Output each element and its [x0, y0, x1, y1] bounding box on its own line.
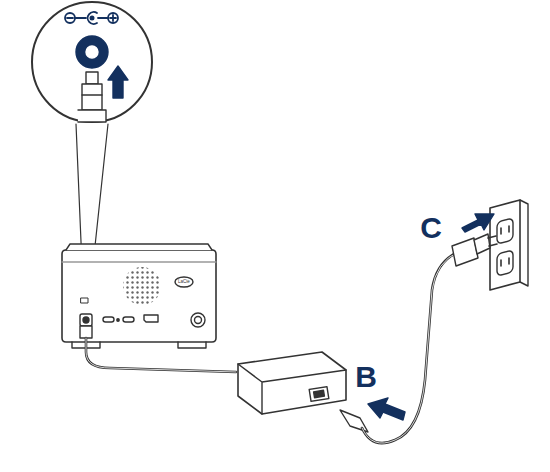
callout-letter: B	[355, 362, 377, 392]
brand-logo: LaCie	[178, 280, 190, 285]
callout-letter: C	[420, 213, 442, 243]
